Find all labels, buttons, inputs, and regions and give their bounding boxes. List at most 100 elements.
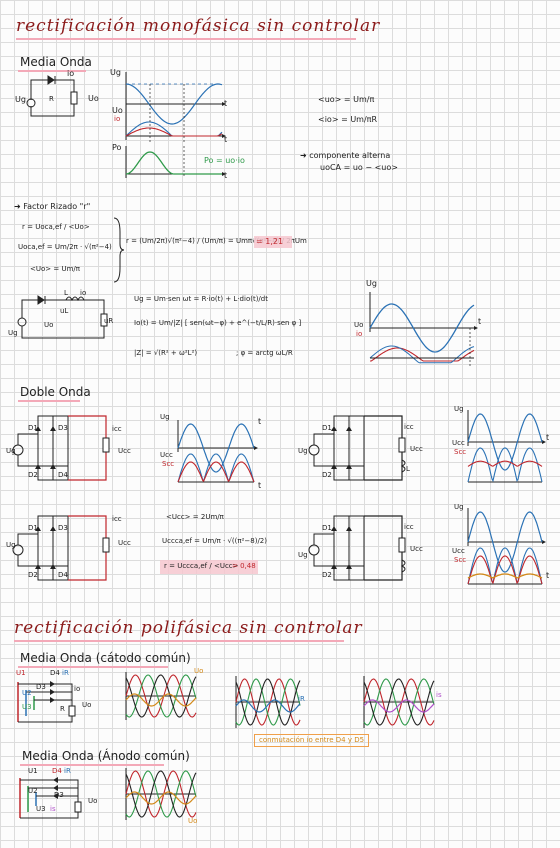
load-resistor: [102, 537, 110, 553]
ucc-curve: [177, 453, 255, 483]
b4-d1: D1: [322, 524, 332, 532]
diode: [50, 464, 56, 469]
cat-d5: D3: [36, 683, 46, 691]
ug-curve: [467, 511, 543, 573]
circuit-bridge-4: [308, 515, 406, 581]
b1-d4: D4: [58, 471, 68, 479]
diode: [35, 564, 41, 569]
label-uo: Uo: [88, 94, 99, 103]
wire-in: [17, 533, 38, 545]
ano-ir: iR: [64, 767, 71, 775]
rl-axis-t: t: [478, 317, 482, 326]
rl-label-io: io: [80, 289, 87, 297]
x-arrow: [542, 540, 546, 544]
formula-ucc-avg: <Ucc> = 2Um/π: [166, 513, 224, 521]
diode: [50, 426, 56, 431]
do3-scc: Scc: [454, 556, 467, 564]
phase-0: [125, 674, 197, 718]
section-anodo: Media Onda (Ánodo común): [22, 749, 190, 763]
x-arrow: [222, 172, 226, 176]
section-catodo: Media Onda (cátodo común): [20, 651, 191, 665]
ano-u3: U3: [36, 805, 46, 813]
wire-in-2: [313, 455, 364, 467]
phase-1: [125, 674, 197, 718]
x-arrow: [222, 134, 226, 138]
note-conmutacion: conmutación io entre D4 y D5: [254, 734, 370, 747]
load-wire: [364, 415, 403, 481]
formula-io-avg: <io> = Um/πR: [318, 115, 378, 124]
tri1-uo: Uo: [194, 667, 204, 675]
b3-d3: D3: [58, 524, 68, 532]
waveform-po: [125, 146, 226, 178]
axis-label-uo: Uo: [112, 106, 123, 115]
ano-d4: D4: [52, 767, 62, 775]
b3-icc: icc: [112, 515, 122, 523]
load-resistor: [102, 437, 110, 453]
diode: [331, 464, 337, 469]
phase-1: [235, 678, 301, 726]
extra-curve: [235, 699, 301, 713]
waveform-doble-1: [177, 420, 258, 483]
icc-curve: [467, 555, 543, 585]
b2-ucc: Ucc: [410, 445, 423, 453]
b2-d2: D2: [322, 471, 332, 479]
formula-uo-avg2: <Uo> = Um/π: [30, 265, 80, 273]
label-ug: Ug: [15, 95, 26, 104]
ug-curve: [125, 83, 223, 125]
diode: [35, 464, 41, 469]
rl-axis-io: io: [356, 330, 363, 338]
diode: [346, 464, 352, 469]
title-polifasica: rectificación polifásica sin controlar: [14, 618, 363, 638]
phase-0: [235, 678, 301, 726]
b1-d2: D2: [28, 471, 38, 479]
wire-in-2: [17, 455, 68, 467]
phase-2: [235, 678, 301, 726]
formula-uoca-ef: Uoca,ef = Um/2π · √(π²−4): [18, 243, 112, 251]
bridge-group: [308, 515, 406, 581]
diode: [35, 426, 41, 431]
formula-r-value: = 1,21: [256, 237, 284, 246]
source: [308, 444, 320, 456]
waveform-three-phase-1: [125, 672, 197, 720]
highlight-r-value: [254, 236, 292, 248]
label-io: io: [67, 69, 75, 78]
phase-1: [125, 770, 197, 818]
tri4-uo: Uo: [188, 817, 198, 825]
diode: [50, 564, 56, 569]
b1-ug: Ug: [6, 447, 16, 455]
b1-icc: icc: [112, 425, 122, 433]
wire-in: [313, 433, 334, 445]
circuit-catodo: [17, 681, 76, 723]
formula-uoca: uoCA = uo − <uo>: [320, 163, 398, 172]
circuit-bridge-3: [12, 515, 110, 581]
diode: [35, 526, 41, 531]
do1-t: t: [258, 417, 262, 426]
source: [308, 544, 320, 556]
section-underline: [18, 70, 86, 72]
ug-curve: [177, 423, 255, 473]
do2-ucc: Ucc: [452, 439, 465, 447]
section-media-onda: Media Onda: [20, 55, 92, 69]
formula-r2-value: = 0,48: [232, 562, 256, 570]
load-wire: [364, 515, 403, 581]
extra-curve: [125, 791, 197, 805]
phase-2: [363, 678, 435, 726]
rl-axis-ug: Ug: [366, 279, 377, 288]
diode: [50, 526, 56, 531]
rl-label-l: L: [64, 289, 68, 297]
diode: [331, 526, 337, 531]
b3-d1: D1: [28, 524, 38, 532]
componente-alterna: ➜ componente alterna: [300, 151, 391, 160]
formula-uo-avg: <uo> = Um/π: [318, 95, 375, 104]
do2-ug: Ug: [454, 405, 464, 413]
b2-ug: Ug: [298, 447, 308, 455]
tri3-is: is: [436, 691, 442, 699]
ucc-curve: [467, 547, 543, 585]
waveform-three-phase-2: [235, 676, 301, 728]
do3-ug: Ug: [454, 503, 464, 511]
factor-rizado-heading: ➜ Factor Rizado "r": [14, 202, 91, 211]
load-wire: [68, 515, 107, 581]
ano-d5: D3: [54, 791, 64, 799]
ano-u2: U2: [28, 787, 38, 795]
phase-0: [125, 770, 197, 818]
